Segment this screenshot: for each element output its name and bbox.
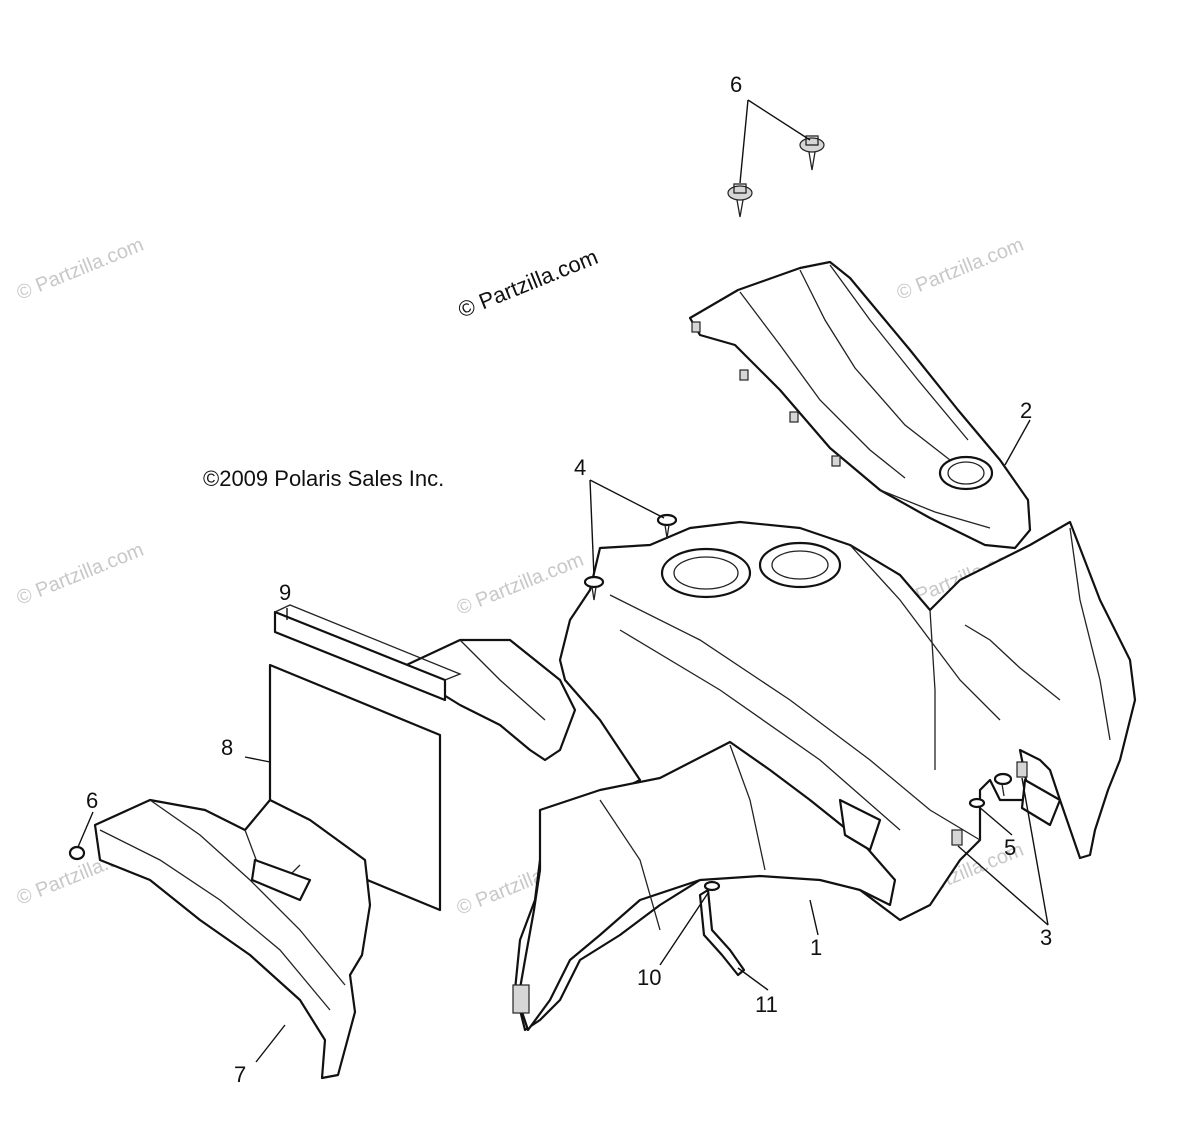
screw-part-5	[968, 772, 1013, 809]
site-watermark: © Partzilla.com	[455, 244, 602, 323]
callouts: 6 2 4 9 8 6 5 3 1 10 11 7	[86, 72, 1052, 1087]
callout-9: 9	[279, 580, 291, 605]
front-cab-part-1	[398, 520, 1137, 1032]
push-rivet-top-left	[727, 183, 753, 218]
faint-watermark-2: © Partzilla.com	[894, 234, 1027, 305]
upper-cover-part-2	[688, 260, 1032, 550]
faint-watermark-3: © Partzilla.com	[14, 539, 147, 610]
leader-lines	[77, 99, 1049, 1063]
callout-3: 3	[1040, 925, 1052, 950]
callout-5: 5	[1004, 835, 1016, 860]
callout-6-left: 6	[86, 788, 98, 813]
callout-7: 7	[234, 1062, 246, 1087]
callout-4: 4	[574, 455, 586, 480]
callout-10: 10	[637, 965, 661, 990]
faint-watermark-1: © Partzilla.com	[14, 234, 147, 305]
push-rivet-top-right	[799, 135, 825, 171]
foam-strip-part-9	[273, 604, 462, 702]
callout-2: 2	[1020, 398, 1032, 423]
callout-1: 1	[810, 935, 822, 960]
callout-11: 11	[755, 992, 778, 1017]
copyright-notice: ©2009 Polaris Sales Inc.	[203, 466, 444, 491]
clip-part-3-left	[951, 829, 963, 846]
side-panel-part-7	[68, 798, 372, 1080]
faint-watermark-4: © Partzilla.com	[454, 549, 587, 620]
clip-part-3-right	[1016, 761, 1028, 778]
callout-8: 8	[221, 735, 233, 760]
callout-6-top: 6	[730, 72, 742, 97]
